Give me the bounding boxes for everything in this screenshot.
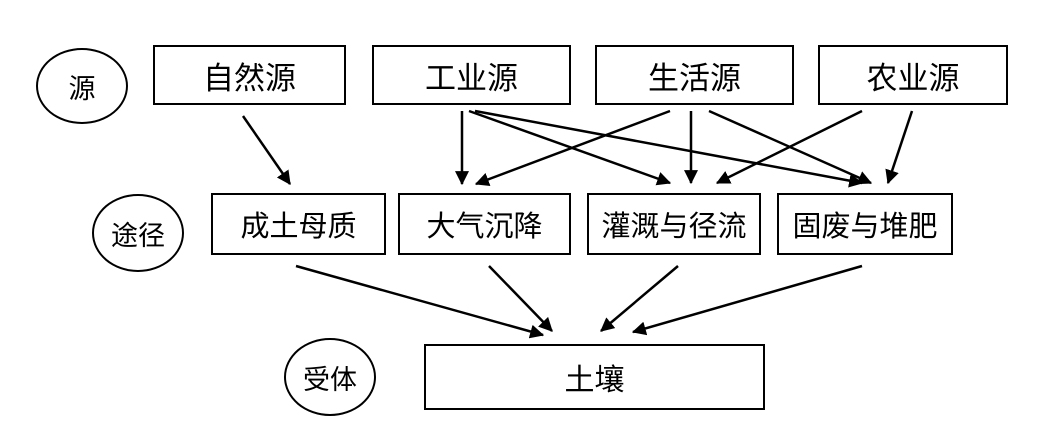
pathway-label: 成土母质 bbox=[240, 209, 357, 243]
arrow-agricultural-to-irrigation bbox=[715, 109, 863, 185]
arrow-irrigation-to-soil bbox=[600, 265, 679, 332]
level-receptor-label: 受体 bbox=[303, 364, 357, 396]
source-box-domestic: 生活源 bbox=[595, 45, 794, 105]
pathway-box-atmospheric-deposition: 大气沉降 bbox=[398, 193, 571, 255]
pathway-label: 固废与堆肥 bbox=[792, 209, 938, 243]
level-pathway-circle: 途径 bbox=[92, 194, 184, 272]
pathway-label: 大气沉降 bbox=[426, 209, 543, 243]
arrow-industrial-to-waste bbox=[474, 109, 864, 188]
receptor-box-soil: 土壤 bbox=[424, 344, 765, 410]
receptor-label: 土壤 bbox=[564, 363, 625, 398]
pathway-box-solid-waste-compost: 固废与堆肥 bbox=[777, 193, 953, 255]
source-box-industrial: 工业源 bbox=[372, 45, 571, 105]
level-receptor-circle: 受体 bbox=[284, 338, 376, 416]
pathway-box-parent-material: 成土母质 bbox=[211, 193, 386, 255]
source-box-agricultural: 农业源 bbox=[818, 45, 1008, 105]
pathway-box-irrigation-runoff: 灌溉与径流 bbox=[587, 193, 761, 255]
arrow-industrial-to-irrigation bbox=[468, 109, 672, 186]
source-label: 农业源 bbox=[866, 60, 960, 97]
source-label: 自然源 bbox=[203, 60, 296, 97]
source-label: 生活源 bbox=[648, 60, 741, 97]
arrow-agricultural-to-waste bbox=[885, 110, 914, 185]
source-label: 工业源 bbox=[425, 60, 518, 97]
arrow-waste-to-soil bbox=[631, 264, 863, 336]
pathway-label: 灌溉与径流 bbox=[601, 209, 747, 243]
source-box-natural: 自然源 bbox=[153, 45, 346, 105]
arrow-parent-to-soil bbox=[295, 264, 545, 339]
arrow-deposition-to-soil bbox=[488, 265, 553, 332]
level-source-label: 源 bbox=[68, 73, 96, 105]
arrow-natural-to-parent bbox=[241, 115, 292, 185]
level-pathway-label: 途径 bbox=[111, 220, 165, 252]
arrow-domestic-to-deposition bbox=[474, 109, 671, 187]
level-source-circle: 源 bbox=[36, 48, 128, 124]
